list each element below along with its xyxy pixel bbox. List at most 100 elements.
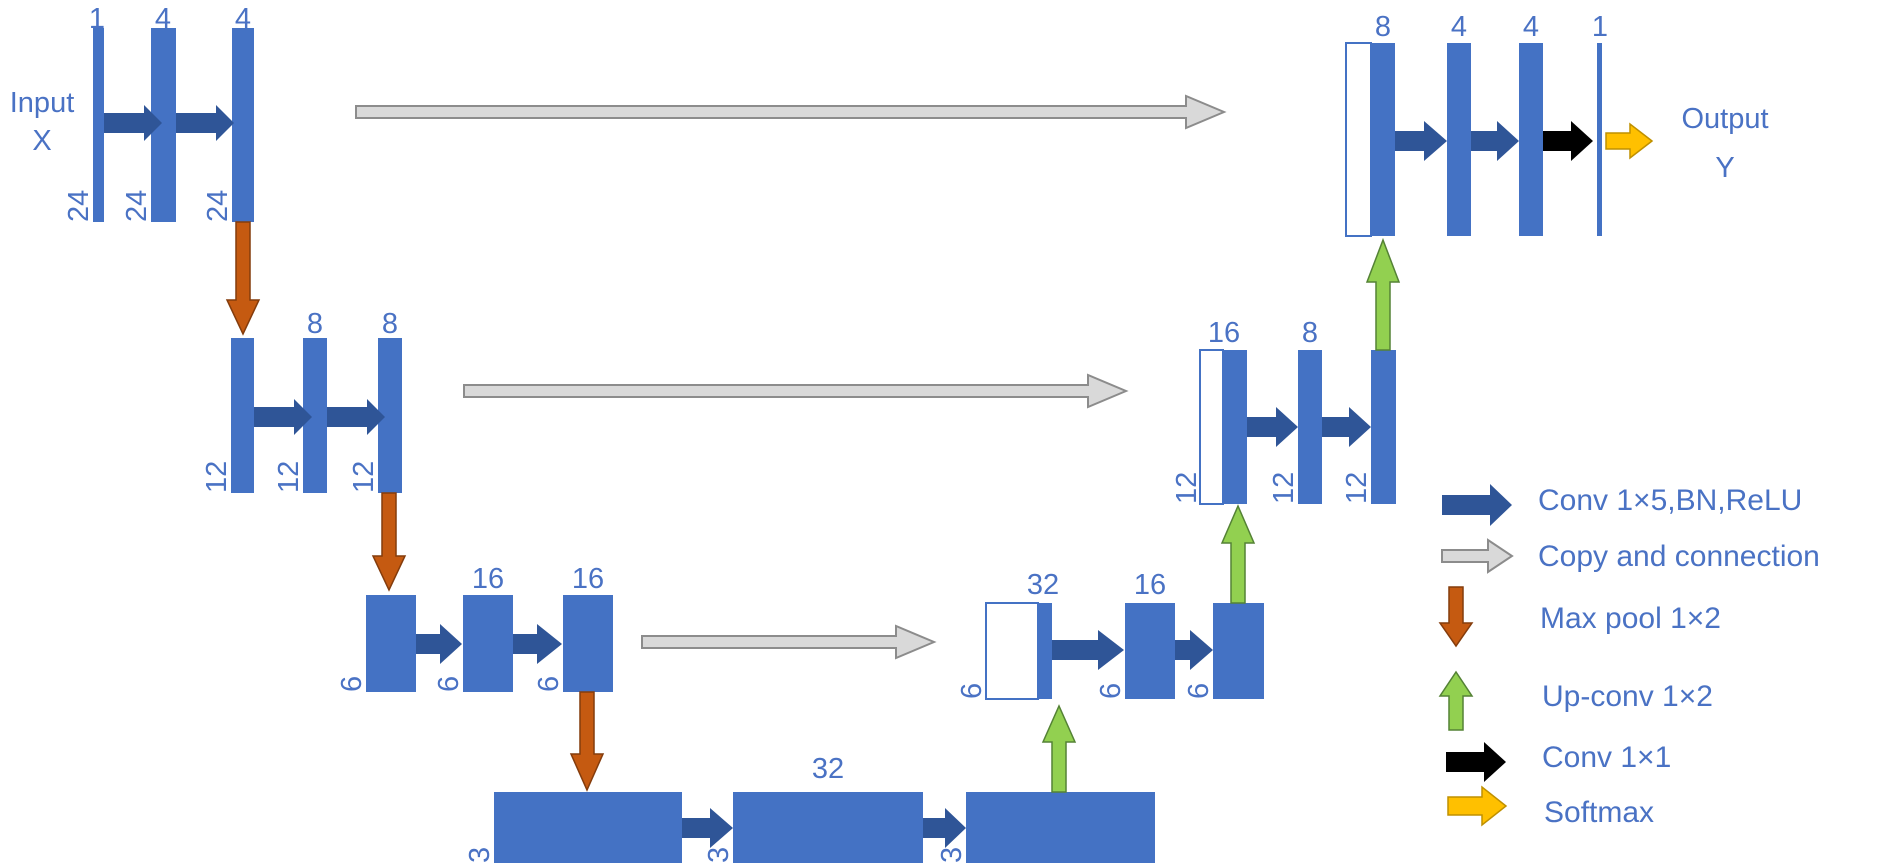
upconv-arrow <box>1041 704 1077 793</box>
channel-label: 16 <box>1208 317 1240 349</box>
feature-map-block <box>1371 43 1395 236</box>
length-label: 6 <box>433 676 465 692</box>
feature-map-block <box>1519 43 1543 236</box>
conv-arrow <box>1175 630 1213 670</box>
conv-arrow <box>416 624 462 664</box>
length-label: 24 <box>63 190 95 222</box>
input-symbol: X <box>32 125 51 157</box>
length-label: 6 <box>1183 683 1215 699</box>
channel-label: 32 <box>1027 569 1059 601</box>
channel-label: 16 <box>572 563 604 595</box>
decoder-level-2 <box>1199 349 1396 505</box>
feature-map-block <box>1125 603 1175 699</box>
length-label: 12 <box>273 461 305 493</box>
legend-label: Max pool 1×2 <box>1540 602 1721 635</box>
feature-map-block <box>231 338 254 493</box>
legend-label: Conv 1×5,BN,ReLU <box>1538 484 1802 517</box>
output-label: Output <box>1681 103 1768 135</box>
length-label: 12 <box>1341 472 1373 504</box>
feature-map-block <box>93 28 104 222</box>
length-label: 3 <box>936 847 968 863</box>
conv1x1-arrow <box>1543 121 1593 161</box>
length-label: 24 <box>121 190 153 222</box>
channel-label: 8 <box>307 308 323 340</box>
feature-map-block <box>232 28 254 222</box>
maxpool-arrow <box>371 492 407 592</box>
feature-map-block <box>366 595 416 692</box>
feature-map-block <box>1038 603 1052 699</box>
legend-copy-icon <box>1441 538 1514 574</box>
legend-maxpool-icon <box>1438 586 1474 648</box>
feature-map-block <box>463 595 513 692</box>
copy-arrow <box>355 94 1227 130</box>
length-label: 3 <box>703 847 735 863</box>
length-label: 12 <box>1268 472 1300 504</box>
channel-label: 4 <box>1451 11 1467 43</box>
conv-arrow <box>1395 121 1447 161</box>
length-label: 6 <box>533 676 565 692</box>
feature-map-block <box>1447 43 1471 236</box>
length-label: 6 <box>1095 683 1127 699</box>
feature-map-block <box>494 792 682 863</box>
length-label: 6 <box>956 683 988 699</box>
feature-map-block <box>733 792 923 863</box>
copy-arrow <box>463 373 1129 409</box>
copied-feature-block <box>985 602 1039 700</box>
conv-arrow <box>1052 630 1124 670</box>
upconv-arrow <box>1220 504 1256 604</box>
channel-label: 4 <box>1523 11 1539 43</box>
legend-label: Conv 1×1 <box>1542 741 1671 774</box>
conv-arrow <box>1471 121 1519 161</box>
feature-map-block <box>1223 350 1247 504</box>
copy-arrow <box>641 624 937 660</box>
output-symbol: Y <box>1715 152 1734 184</box>
legend-upconv-icon <box>1438 670 1474 731</box>
bottleneck <box>494 792 1155 863</box>
feature-map-block <box>1213 603 1264 699</box>
channel-label: 16 <box>1134 569 1166 601</box>
encoder-level-3 <box>366 595 613 692</box>
channel-label: 8 <box>1375 11 1391 43</box>
length-label: 3 <box>464 847 496 863</box>
conv-arrow <box>682 808 733 848</box>
length-label: 12 <box>1171 472 1203 504</box>
channel-label: 16 <box>472 563 504 595</box>
conv-arrow <box>1322 407 1371 447</box>
legend-label: Up-conv 1×2 <box>1542 680 1713 713</box>
length-label: 12 <box>201 461 233 493</box>
output-map-block <box>1597 43 1602 236</box>
legend-label: Softmax <box>1544 796 1654 829</box>
feature-map-block <box>966 792 1155 863</box>
copied-feature-block <box>1199 349 1224 505</box>
copied-feature-block <box>1345 42 1372 237</box>
encoder-level-1 <box>93 28 254 222</box>
legend-softmax-icon <box>1447 785 1508 827</box>
feature-map-block <box>1371 350 1396 504</box>
feature-map-block <box>563 595 613 692</box>
legend-conv-icon <box>1442 484 1512 526</box>
channel-label: 1 <box>89 3 105 35</box>
length-label: 12 <box>348 461 380 493</box>
input-label: Input <box>10 87 75 119</box>
channel-label: 4 <box>155 3 171 35</box>
length-label: 6 <box>336 676 368 692</box>
maxpool-arrow <box>569 691 605 792</box>
softmax-arrow <box>1605 122 1654 160</box>
legend-conv1x1-icon <box>1446 742 1506 782</box>
channel-label: 32 <box>812 753 844 785</box>
conv-arrow <box>923 808 966 848</box>
encoder-level-2 <box>231 338 402 493</box>
upconv-arrow <box>1365 237 1401 351</box>
feature-map-block <box>1298 350 1322 504</box>
legend: Conv 1×5,BN,ReLU Copy and connection Max… <box>1438 484 1820 829</box>
channel-label: 4 <box>235 3 251 35</box>
channel-label: 1 <box>1592 11 1608 43</box>
maxpool-arrow <box>225 221 261 336</box>
decoder-level-1 <box>1345 42 1654 237</box>
channel-label: 8 <box>382 308 398 340</box>
conv-arrow <box>513 624 562 664</box>
legend-label: Copy and connection <box>1538 540 1820 573</box>
channel-label: 8 <box>1302 317 1318 349</box>
conv-arrow <box>1247 407 1298 447</box>
